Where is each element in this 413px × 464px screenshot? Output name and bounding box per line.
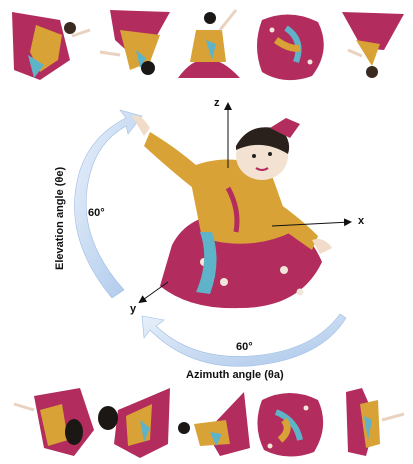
top-view-4	[257, 14, 324, 80]
bottom-view-5	[346, 388, 404, 456]
top-view-1	[12, 12, 90, 80]
elevation-arrow	[74, 110, 142, 298]
elevation-axis-title: Elevation angle (θe)	[54, 167, 66, 270]
dancer-figure-icon	[132, 115, 332, 308]
bottom-view-1	[14, 388, 94, 456]
bottom-view-3	[178, 392, 250, 456]
bottom-view-4	[257, 393, 323, 457]
axis-z-label: z	[214, 97, 220, 109]
azimuth-axis-title: Azimuth angle (θa)	[186, 369, 284, 381]
axis-y-label: y	[130, 303, 137, 315]
azimuth-angle-value: 60°	[236, 341, 253, 353]
bottom-view-2	[98, 388, 170, 458]
y-axis	[140, 282, 168, 302]
top-row	[12, 10, 404, 80]
top-view-5	[342, 12, 404, 78]
top-view-2	[100, 10, 170, 75]
bottom-row	[14, 388, 404, 458]
elevation-angle-value: 60°	[88, 207, 105, 219]
top-view-3	[178, 10, 240, 78]
axis-x-label: x	[358, 215, 365, 227]
